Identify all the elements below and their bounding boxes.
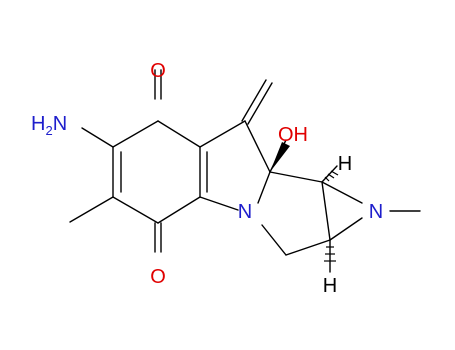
bond — [199, 120, 246, 148]
bond — [69, 196, 114, 223]
bond — [285, 239, 331, 256]
bond — [261, 224, 287, 256]
wedge-bond — [270, 142, 290, 172]
bond — [112, 120, 159, 148]
bond-lines — [69, 69, 421, 273]
bond — [321, 181, 363, 204]
ring-nitrogen-label: N — [238, 201, 252, 223]
bond — [269, 171, 323, 183]
hydroxyl-label: OH — [278, 124, 308, 146]
bond — [199, 196, 239, 211]
bond — [257, 171, 271, 204]
bond — [81, 127, 114, 148]
bond — [112, 196, 159, 224]
bond — [329, 217, 363, 241]
bond — [247, 82, 273, 125]
bond — [244, 120, 271, 173]
bond — [157, 120, 201, 148]
amino-group-label: H2N — [31, 113, 67, 138]
hashed-bond — [324, 170, 339, 262]
oxygen-label-bottom: O — [150, 266, 166, 288]
hydrogen-label-top: H — [338, 153, 352, 175]
aziridine-nitrogen-label: N — [369, 201, 383, 223]
bond — [321, 165, 338, 183]
oxygen-label-top: O — [150, 60, 166, 82]
bond — [157, 196, 201, 224]
bond — [241, 79, 267, 122]
bond — [321, 181, 331, 241]
hydrogen-label-bottom: H — [323, 275, 337, 297]
